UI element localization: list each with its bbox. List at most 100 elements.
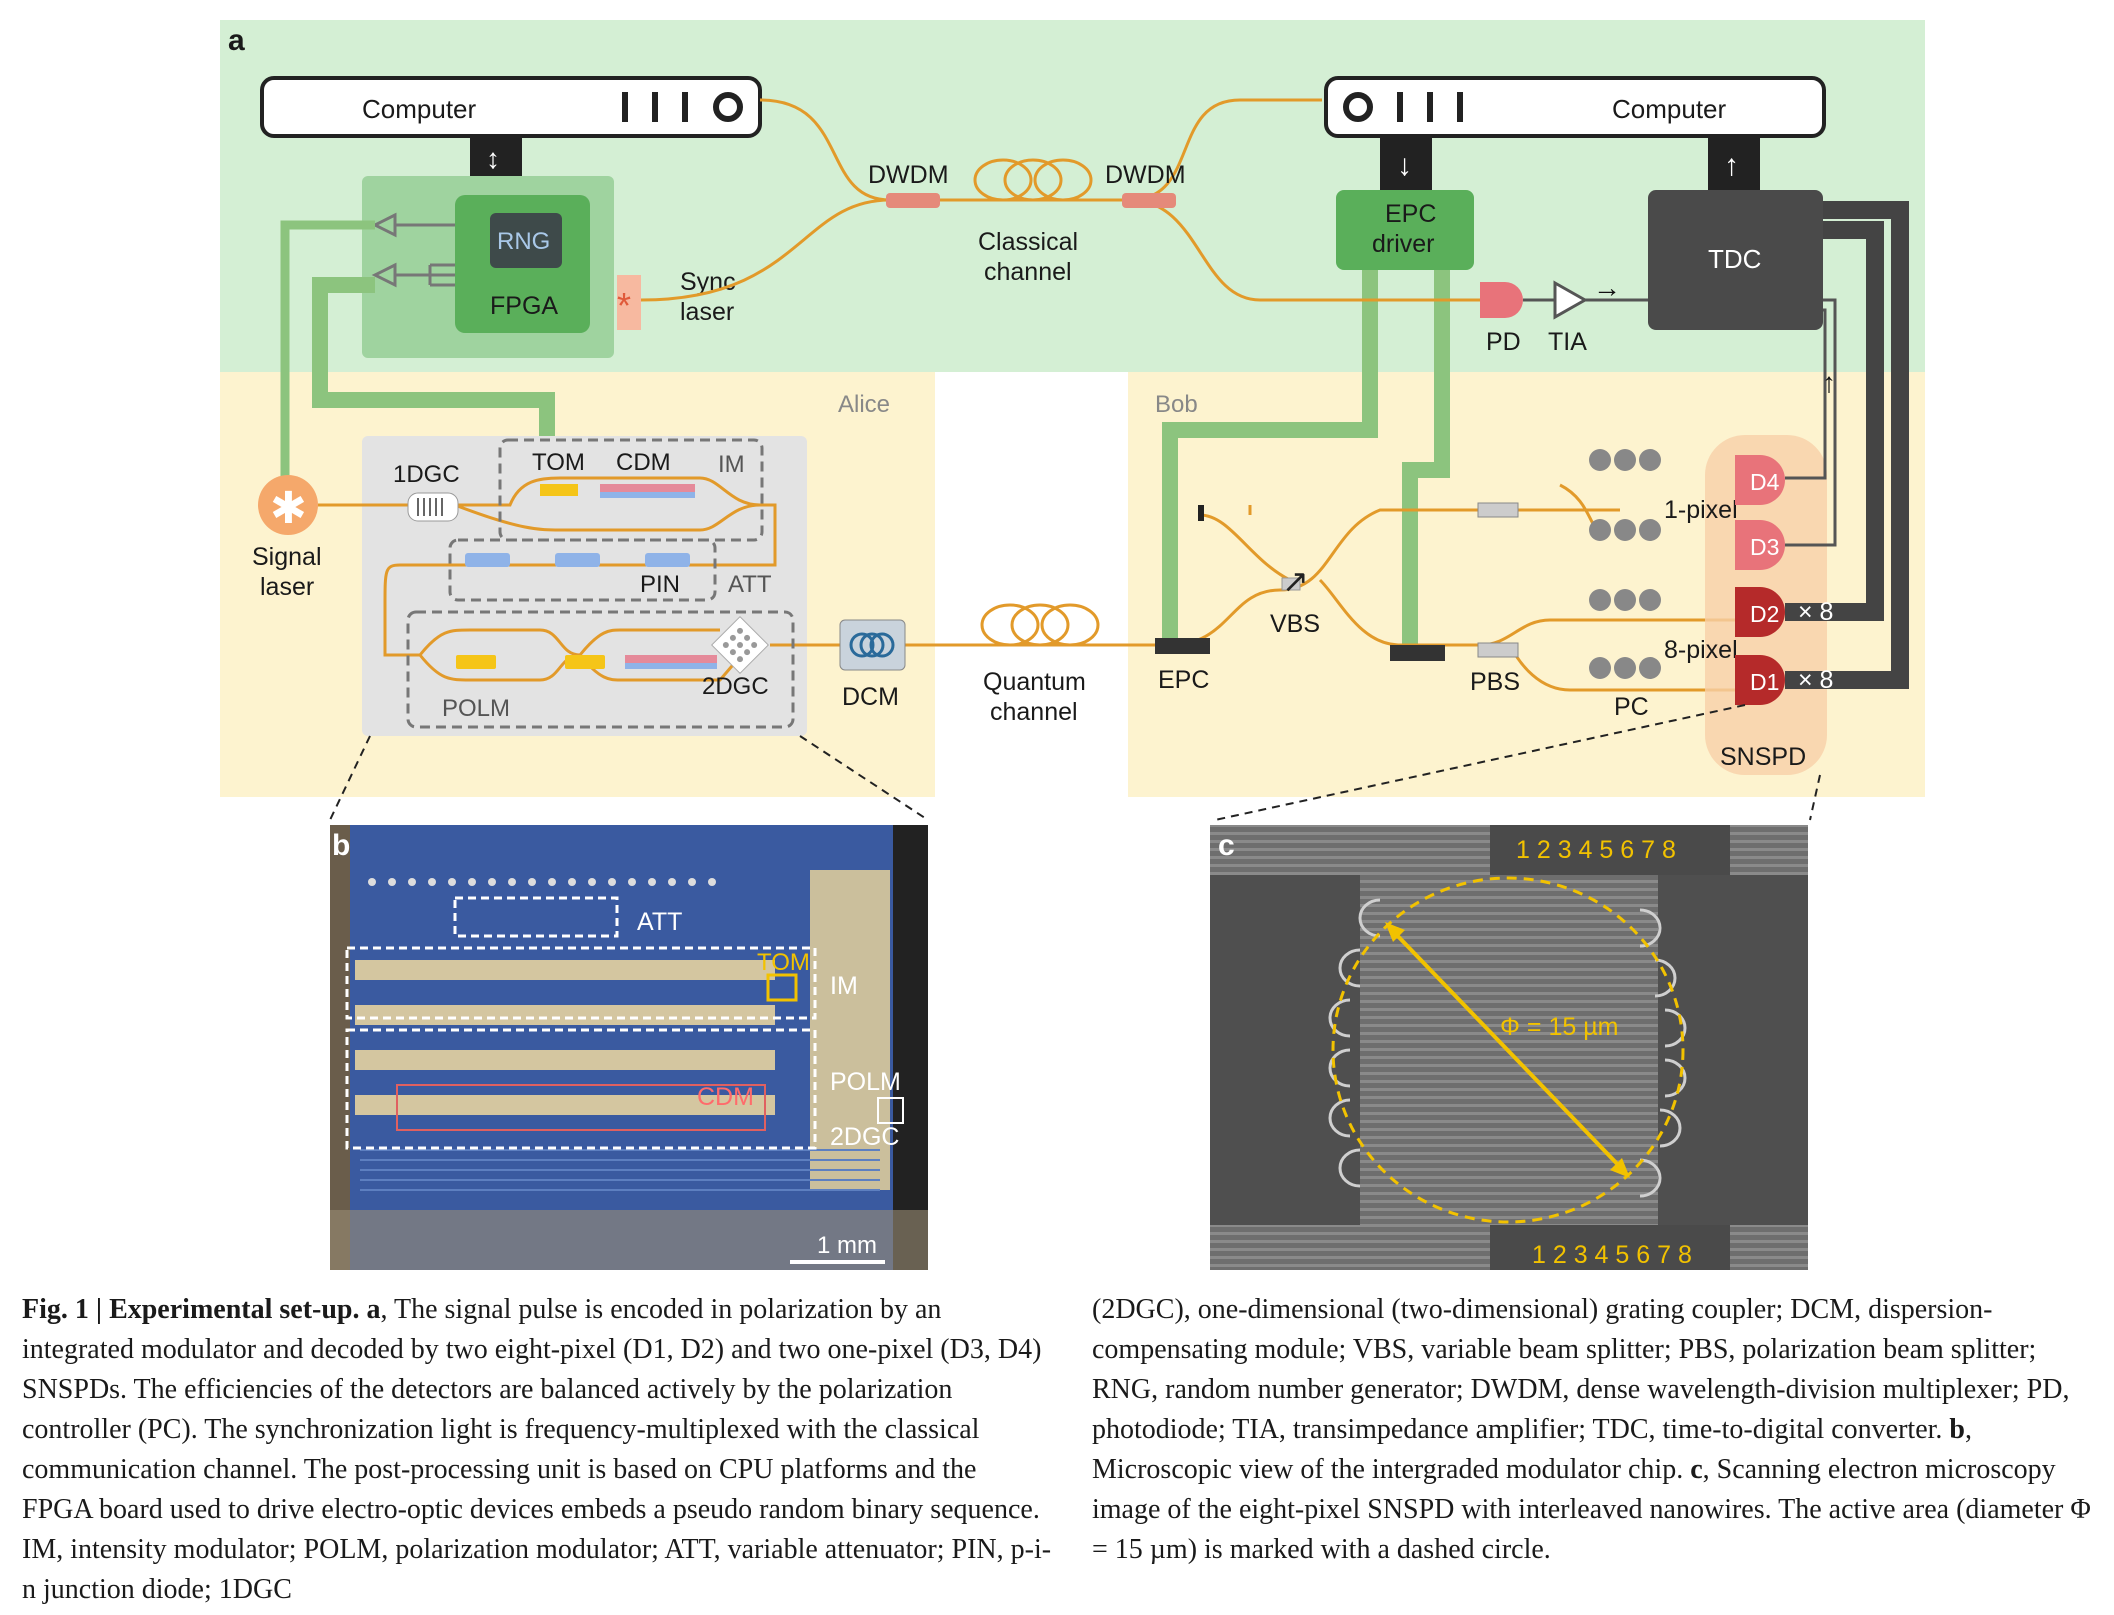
panel-label-b: b — [332, 829, 350, 862]
dgc2-icon — [711, 616, 769, 674]
computer-left — [260, 76, 762, 138]
tom-label: TOM — [532, 449, 585, 476]
detectors: D4 D3 D2 D1 — [1735, 455, 1785, 705]
caption-left-column: Fig. 1 | Experimental set-up. a, The sig… — [22, 1290, 1052, 1610]
pin-label: PIN — [640, 571, 680, 598]
caption-a-text: , The signal pulse is encoded in polariz… — [22, 1294, 1052, 1605]
pbs-label: PBS — [1470, 668, 1520, 696]
chip-att-box — [453, 896, 619, 938]
dgc1-icon — [407, 492, 459, 522]
epc-icon — [1155, 638, 1210, 654]
polm-label: POLM — [442, 695, 510, 722]
bidirectional-arrow-icon: ↕ — [486, 143, 500, 174]
dwdm-left — [886, 193, 940, 208]
d1-multiplier: × 8 — [1798, 666, 1833, 694]
dwdm-right — [1122, 193, 1176, 208]
computer-right-label: Computer — [1612, 94, 1726, 124]
caption-b-text: , Microscopic view of the intergraded mo… — [1092, 1414, 1972, 1485]
chip-im-box — [345, 946, 817, 1020]
computer-right-io-icon — [1343, 92, 1463, 122]
computer-left-io-icon — [622, 92, 743, 122]
vbs-label: VBS — [1270, 610, 1320, 638]
bob-label: Bob — [1155, 391, 1198, 418]
caption-right-text: (2DGC), one-dimensional (two-dimensional… — [1092, 1294, 2070, 1445]
snspd-label: SNSPD — [1720, 743, 1806, 771]
detector-d1-label: D1 — [1750, 669, 1779, 695]
detector-d2 — [1735, 587, 1785, 637]
chip-cdm-label: CDM — [697, 1083, 754, 1111]
computer-right — [1324, 76, 1826, 138]
pd-icon — [1480, 282, 1523, 318]
diameter-arrow-head-bottom — [1610, 1158, 1630, 1178]
tdc-label: TDC — [1708, 244, 1761, 274]
dgc1-grating-icon — [417, 498, 443, 516]
dcm-coil-icon — [849, 632, 895, 658]
caption-b-label: b — [1949, 1414, 1965, 1445]
sem-image — [1210, 825, 1808, 1270]
readout-arrow-icon: ↑ — [1822, 367, 1836, 398]
one-pixel-label: 1-pixel — [1664, 496, 1738, 524]
vbs-terminator — [1198, 505, 1204, 521]
detector-d3-label: D3 — [1750, 534, 1779, 560]
polm-box — [406, 610, 795, 729]
dgc1-label: 1DGC — [393, 461, 460, 488]
vbs-icon — [1281, 577, 1301, 591]
cdm-element-im-lower — [600, 492, 695, 498]
chip-polm-box — [345, 1028, 817, 1150]
caption-right-column: (2DGC), one-dimensional (two-dimensional… — [1092, 1290, 2102, 1570]
fpga-label: FPGA — [490, 292, 558, 320]
pbs-upper-icon — [1477, 502, 1519, 518]
dwdm-right-label: DWDM — [1105, 161, 1186, 189]
active-area-circle — [1331, 876, 1685, 1224]
im-label: IM — [718, 451, 745, 478]
pixel-numbers-bottom: 1 2 3 4 5 6 7 8 — [1532, 1241, 1692, 1269]
chip-polm-label: POLM — [830, 1068, 901, 1096]
detector-d4 — [1735, 455, 1785, 505]
up-link — [1708, 138, 1760, 190]
bidirectional-link — [470, 138, 522, 178]
dwdm-left-label: DWDM — [868, 161, 949, 189]
detector-d4-label: D4 — [1750, 469, 1780, 495]
classical-fiber-spool — [973, 158, 1093, 202]
cdm-element-im — [600, 484, 695, 492]
signal-laser-icon — [258, 475, 318, 535]
down-arrow-icon: ↓ — [1397, 149, 1412, 182]
sync-laser-star-icon: * — [617, 285, 631, 326]
chip-tom-label: TOM — [757, 949, 810, 976]
chip-cdm-box — [396, 1084, 766, 1131]
pc-paddles — [1589, 449, 1661, 679]
d2-multiplier: × 8 — [1798, 598, 1833, 626]
caption-a-label: a — [366, 1294, 381, 1325]
chip-dgc2-label: 2DGC — [830, 1123, 899, 1151]
alice-label: Alice — [838, 391, 890, 418]
sync-laser-icon — [617, 275, 641, 330]
panel-label-c: c — [1218, 829, 1235, 862]
caption-fig-label: Fig. 1 | — [22, 1294, 103, 1325]
detector-readout-cables — [1785, 201, 1909, 689]
detector-d3 — [1735, 520, 1785, 570]
chip-tom-box — [766, 973, 798, 1002]
detector-d2-label: D2 — [1750, 601, 1779, 627]
rng-label: RNG — [497, 228, 550, 255]
att-element-1 — [465, 553, 510, 567]
epc-label: EPC — [1158, 666, 1209, 694]
control-cables — [280, 220, 1450, 645]
caption-c-label: c — [1690, 1454, 1703, 1485]
up-arrow-icon: ↑ — [1724, 149, 1739, 182]
rng-block — [490, 213, 562, 268]
diameter-arrow-head-top — [1385, 922, 1405, 942]
epc-driver-block — [1336, 190, 1474, 270]
caption-c-text: , Scanning electron microscopy image of … — [1092, 1454, 2091, 1565]
pd-label: PD — [1486, 328, 1521, 356]
quantum-fiber-spool — [980, 603, 1100, 647]
down-link — [1380, 138, 1432, 190]
att-label: ATT — [728, 571, 772, 598]
diameter-label: Φ = 15 µm — [1500, 1013, 1618, 1041]
tia-label: TIA — [1548, 328, 1587, 356]
alice-fibers — [318, 476, 1735, 692]
eight-pixel-label: 8-pixel — [1664, 636, 1738, 664]
caption-title: Experimental set-up. — [109, 1294, 360, 1325]
pbs-icon — [1477, 642, 1519, 658]
